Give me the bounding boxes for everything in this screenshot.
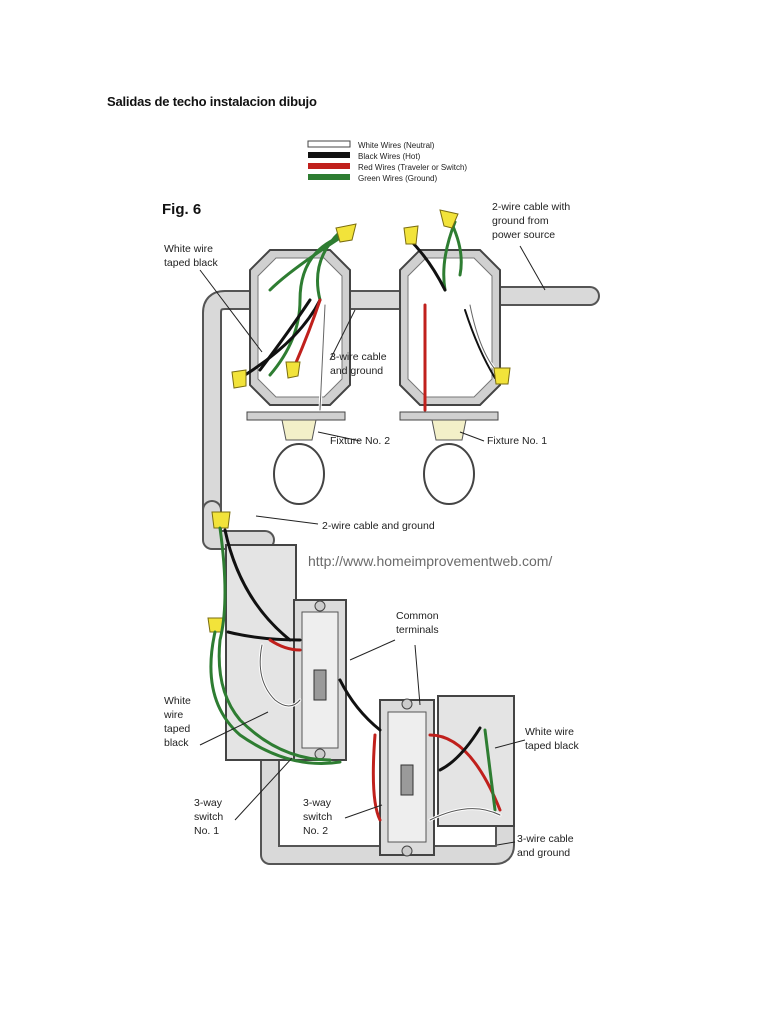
legend-swatch-black xyxy=(308,152,350,158)
label-switch-2-3: No. 2 xyxy=(303,825,328,837)
legend: White Wires (Neutral) Black Wires (Hot) … xyxy=(307,140,467,183)
label-switch-2-2: switch xyxy=(303,811,332,823)
label-fixture-2: Fixture No. 2 xyxy=(330,435,390,447)
label-three-wire-top-1: 3-wire cable xyxy=(330,351,387,363)
label-white-taped-left-1: White xyxy=(164,695,191,707)
label-power-source-2: ground from xyxy=(492,215,549,227)
label-white-taped-top-1: White wire xyxy=(164,243,213,255)
label-two-wire-mid: 2-wire cable and ground xyxy=(322,520,435,532)
wire-nut xyxy=(403,225,419,245)
label-fixture-1: Fixture No. 1 xyxy=(487,435,547,447)
label-white-taped-top-2: taped black xyxy=(164,257,218,269)
switch-box-1 xyxy=(225,544,347,761)
label-power-source-3: power source xyxy=(492,229,555,241)
label-switch-1-2: switch xyxy=(194,811,223,823)
label-common-terminals-2: terminals xyxy=(396,624,439,636)
label-white-taped-right-1: White wire xyxy=(525,726,574,738)
label-white-taped-left-3: taped xyxy=(164,723,190,735)
legend-swatch-white xyxy=(307,140,351,148)
wire-nut xyxy=(211,511,231,529)
label-switch-1-1: 3-way xyxy=(194,797,223,809)
wire-nut xyxy=(439,209,459,229)
label-white-taped-left-4: black xyxy=(164,737,189,749)
label-common-terminals-1: Common xyxy=(396,610,439,622)
wire-nut xyxy=(493,367,511,385)
legend-swatch-green xyxy=(308,174,350,180)
labels: 2-wire cable with ground from power sour… xyxy=(163,201,579,859)
label-switch-2-1: 3-way xyxy=(303,797,332,809)
label-white-taped-left-2: wire xyxy=(163,709,183,721)
label-three-wire-top-2: and ground xyxy=(330,365,383,377)
watermark-url: http://www.homeimprovementweb.com/ xyxy=(308,553,552,569)
wires-ceiling xyxy=(243,218,502,412)
pointer-lines xyxy=(199,245,546,846)
legend-label-green: Green Wires (Ground) xyxy=(358,174,437,183)
label-white-taped-right-2: taped black xyxy=(525,740,579,752)
legend-label-white: White Wires (Neutral) xyxy=(358,141,435,150)
fixture-1 xyxy=(399,411,499,505)
wires-switches xyxy=(209,526,502,822)
legend-label-red: Red Wires (Traveler or Switch) xyxy=(358,163,467,172)
label-three-wire-bottom-2: and ground xyxy=(517,847,570,859)
switch-toggle xyxy=(313,669,327,701)
label-three-wire-bottom-1: 3-wire cable xyxy=(517,833,574,845)
switch-toggle xyxy=(400,764,414,796)
wire-nut xyxy=(335,223,357,243)
ceiling-box-1 xyxy=(399,249,501,406)
legend-swatch-red xyxy=(308,163,350,169)
label-power-source-1: 2-wire cable with xyxy=(492,201,570,213)
legend-label-black: Black Wires (Hot) xyxy=(358,152,421,161)
switch-box-2 xyxy=(379,695,515,857)
wire-nut xyxy=(285,361,301,379)
page-title: Salidas de techo instalacion dibujo xyxy=(107,94,317,109)
figure-label: Fig. 6 xyxy=(162,201,201,218)
fixture-2 xyxy=(246,411,346,505)
wire-nut xyxy=(231,369,247,389)
label-switch-1-3: No. 1 xyxy=(194,825,219,837)
